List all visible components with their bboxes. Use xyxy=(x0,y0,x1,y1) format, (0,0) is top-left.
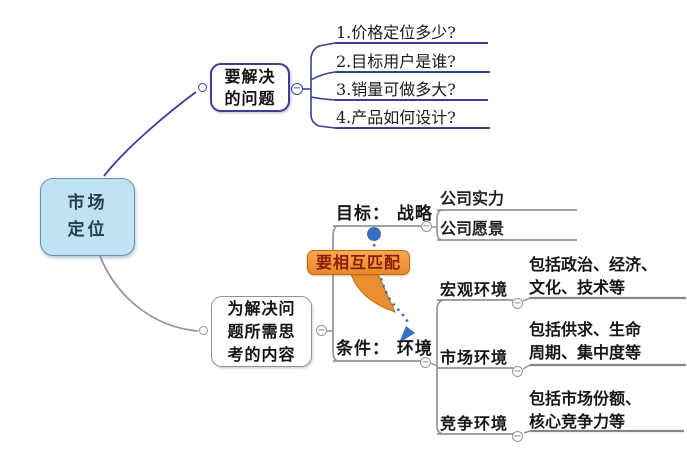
question-item-4[interactable]: 4.产品如何设计? xyxy=(336,108,456,127)
thinking-node-line2: 题所需思 xyxy=(227,322,296,341)
problems-node-line2: 的问题 xyxy=(224,88,276,108)
node-competitive-environment[interactable]: 竞争环境 xyxy=(440,414,509,433)
collapse-icon-competitive[interactable]: − xyxy=(512,431,523,442)
relation-start-dot[interactable] xyxy=(367,227,381,241)
node-macro-environment[interactable]: 宏观环境 xyxy=(440,280,509,299)
root-node-line1: 市场 xyxy=(67,193,108,213)
branch-node-problems[interactable]: 要解决 的问题 xyxy=(210,63,290,112)
root-node-market-positioning[interactable]: 市场 定位 xyxy=(40,178,135,256)
node-condition-environment[interactable]: 条件： 环境 xyxy=(336,339,433,359)
problems-node-line1: 要解决 xyxy=(224,66,276,86)
callout-match-each-other[interactable]: 要相互匹配 xyxy=(307,250,410,275)
collapse-icon-problems[interactable]: − xyxy=(291,83,303,95)
edge-root-to-thinking xyxy=(99,255,199,332)
edge-root-to-problems xyxy=(103,91,197,177)
collapse-icon-macro[interactable]: − xyxy=(512,298,523,309)
note-competitive-line1: 包括市场份额、 xyxy=(529,389,642,408)
node-company-strength[interactable]: 公司实力 xyxy=(440,189,505,208)
bracket-problems-bottom xyxy=(310,89,336,129)
edge-macro-note-stub xyxy=(522,297,531,302)
bracket-problems-top xyxy=(310,42,336,89)
note-market-line1: 包括供求、生命 xyxy=(529,320,642,339)
root-node-line2: 定位 xyxy=(67,220,108,240)
collapse-icon-thinking[interactable]: − xyxy=(316,325,327,336)
bracket-goal-condition xyxy=(332,225,338,362)
thinking-node-line1: 为解决问 xyxy=(227,299,296,318)
note-macro-line2: 文化、技术等 xyxy=(529,278,626,297)
note-competitive-line2: 核心竞争力等 xyxy=(529,412,626,431)
note-competitive-environment[interactable]: 包括市场份额、 核心竞争力等 xyxy=(529,387,641,433)
bracket-problems-mid2 xyxy=(310,96,336,101)
edge-competitive-note-stub xyxy=(523,430,531,434)
relation-arrowhead-icon xyxy=(399,326,415,343)
collapse-icon-condition[interactable]: − xyxy=(420,357,431,368)
node-goal-strategy[interactable]: 目标： 战略 xyxy=(336,204,433,224)
bracket-company xyxy=(436,209,442,241)
node-market-environment[interactable]: 市场环境 xyxy=(440,348,509,367)
callout-tail xyxy=(350,273,396,313)
note-market-line2: 周期、集中度等 xyxy=(529,343,642,362)
relation-arrow[interactable] xyxy=(367,227,416,344)
question-item-3[interactable]: 3.销量可做多大? xyxy=(336,80,456,99)
collapse-icon-market[interactable]: − xyxy=(512,366,523,377)
connector-dot-problems xyxy=(198,83,207,92)
edge-market-note-stub xyxy=(522,364,531,370)
note-macro-environment[interactable]: 包括政治、经济、 文化、技术等 xyxy=(529,253,657,299)
connector-dot-thinking xyxy=(199,326,208,335)
bracket-problems-mid1 xyxy=(310,71,336,81)
relation-dotted-line[interactable] xyxy=(372,243,411,326)
question-item-2[interactable]: 2.目标用户是谁? xyxy=(336,52,456,71)
node-company-vision[interactable]: 公司愿景 xyxy=(440,219,505,238)
thinking-node-line3: 考的内容 xyxy=(227,345,296,364)
question-item-1[interactable]: 1.价格定位多少? xyxy=(336,23,456,42)
collapse-icon-goal[interactable]: − xyxy=(421,221,432,232)
edge-condition-stub xyxy=(430,362,438,367)
note-market-environment[interactable]: 包括供求、生命 周期、集中度等 xyxy=(529,318,641,364)
branch-node-thinking[interactable]: 为解决问 题所需思 考的内容 xyxy=(211,296,312,367)
note-macro-line1: 包括政治、经济、 xyxy=(529,255,658,274)
